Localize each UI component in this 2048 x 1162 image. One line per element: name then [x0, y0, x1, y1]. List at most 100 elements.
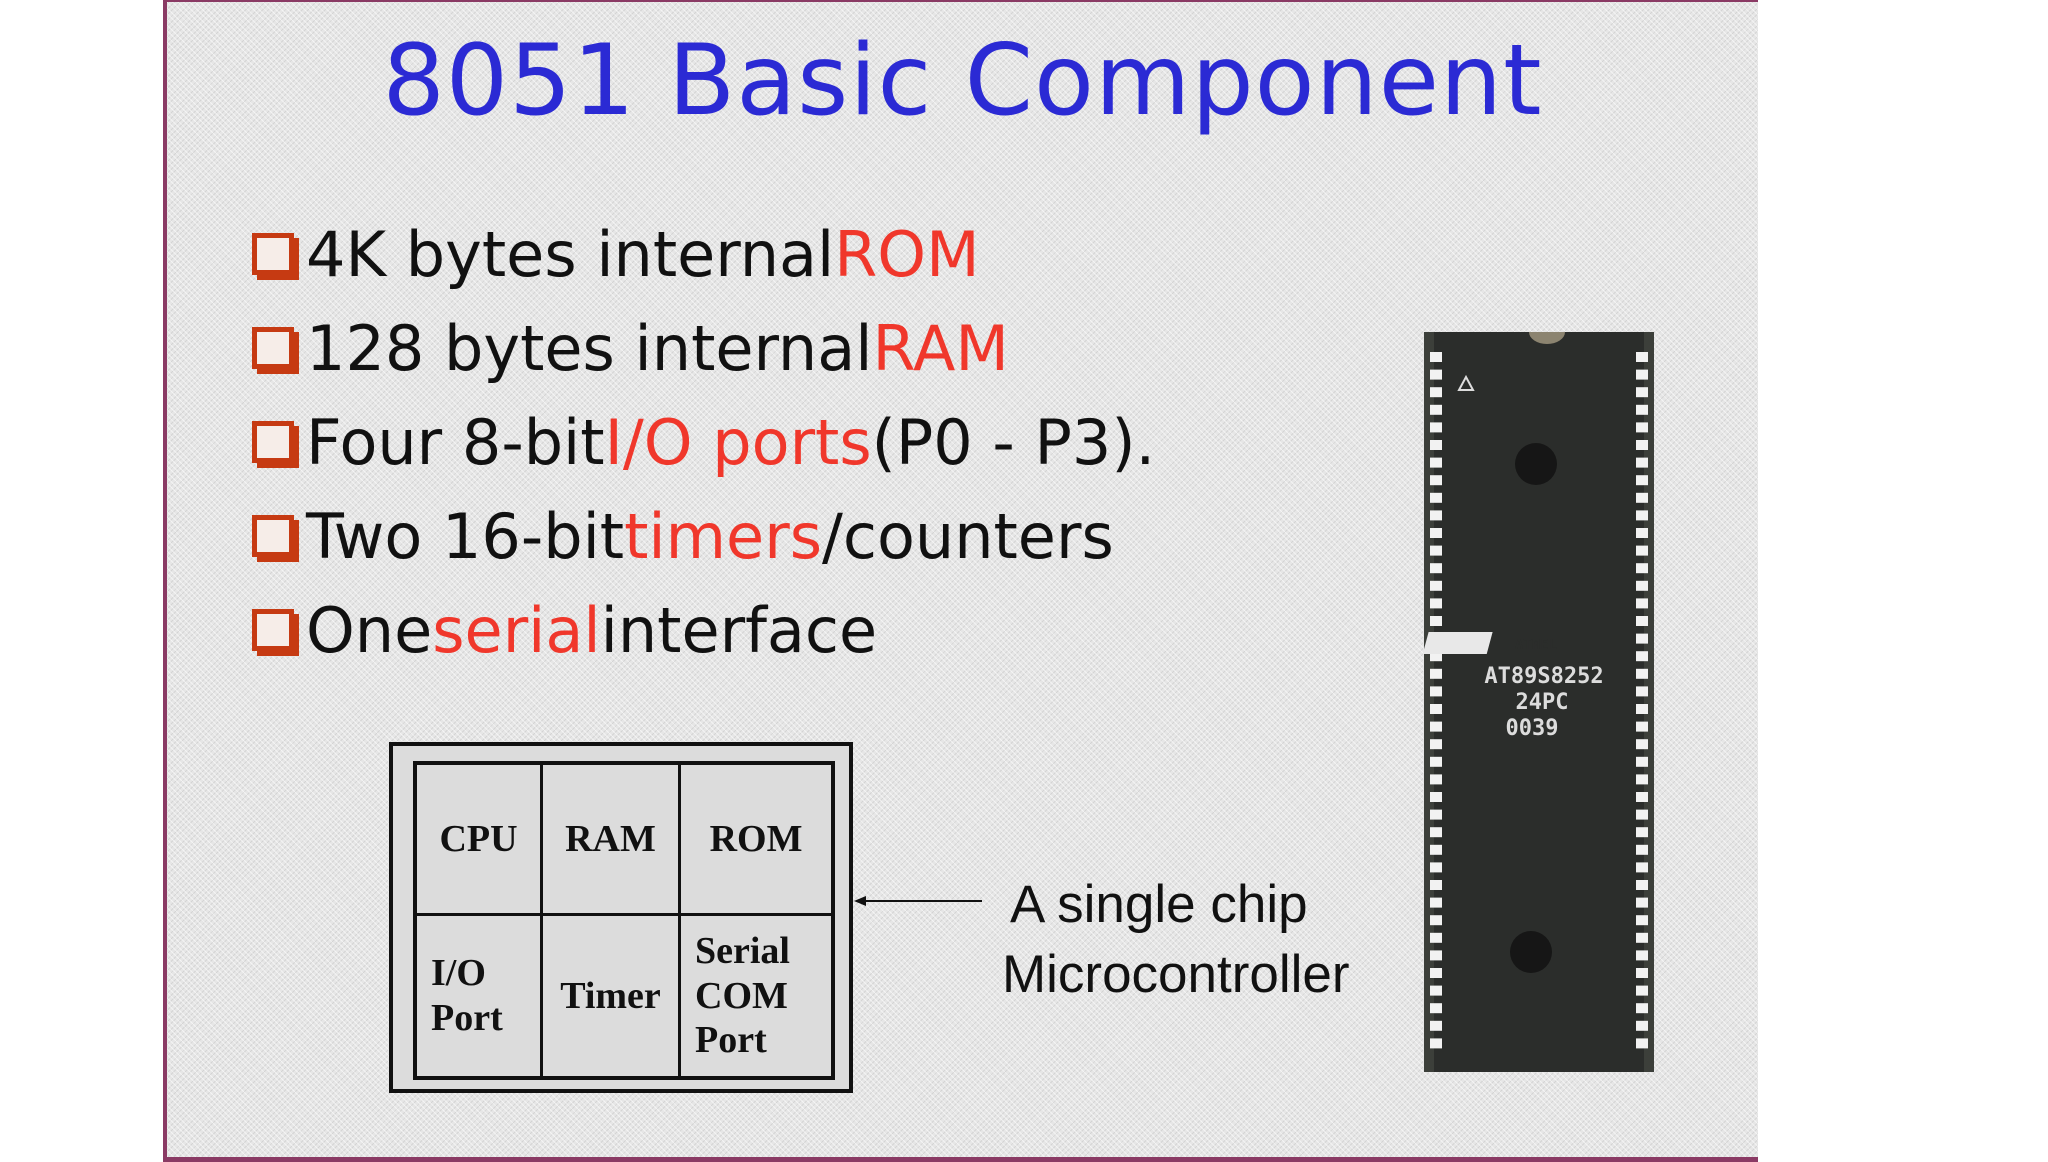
chip-pin-left [1430, 862, 1442, 873]
bullet-text: Four 8-bit [306, 405, 605, 479]
chip-pin-right [1636, 774, 1648, 785]
chip-pin-right [1636, 369, 1648, 380]
chip-pin-left [1430, 1003, 1442, 1014]
bullet-text: 128 bytes internal [306, 311, 873, 385]
chip-pin-right [1636, 580, 1648, 591]
microcontroller-chip-photo: ATMEL AT89S8252 24PC 0039 [1424, 332, 1654, 1072]
bullet-list: 4K bytes internal ROM 128 bytes internal… [252, 207, 1155, 677]
chip-pin-right [1636, 352, 1648, 362]
chip-pin-right [1636, 1003, 1648, 1014]
chip-pin-left [1430, 475, 1442, 486]
chip-pin-right [1636, 968, 1648, 978]
chip-pin-left [1430, 880, 1442, 890]
chip-pin-left [1430, 545, 1442, 556]
chip-pin-right [1636, 475, 1648, 486]
chip-pin-right [1636, 792, 1648, 802]
chip-pin-right [1636, 686, 1648, 697]
chip-pin-left [1430, 510, 1442, 521]
chip-pin-left [1430, 686, 1442, 697]
bullet-item: Four 8-bit I/O ports (P0 - P3). [252, 395, 1155, 489]
checkbox-bullet-icon [252, 515, 294, 557]
cell-rom: ROM [681, 765, 831, 916]
cell-timer: Timer [543, 916, 681, 1076]
bullet-text-after: (P0 - P3). [871, 405, 1156, 479]
slide-title: 8051 Basic Component [382, 24, 1543, 138]
cell-ram: RAM [543, 765, 681, 916]
chip-pin-right [1636, 880, 1648, 890]
chip-pin-left [1430, 774, 1442, 785]
chip-label-line-2: 24PC [1516, 690, 1569, 715]
chip-pin-right [1636, 651, 1648, 662]
chip-label-line-3: 0039 [1506, 716, 1559, 741]
microcontroller-block-diagram: CPU RAM ROM I/O Port Timer Serial COM Po… [389, 742, 853, 1093]
chip-pin-left [1430, 932, 1442, 943]
chip-pin-left [1430, 563, 1442, 574]
chip-pin-right [1636, 985, 1648, 996]
chip-pins [1430, 352, 1648, 1049]
chip-pin-right [1636, 404, 1648, 415]
chip-pin-right [1636, 1038, 1648, 1049]
chip-pin-left [1430, 387, 1442, 398]
chip-pin-right [1636, 545, 1648, 556]
caption-line-2: Microcontroller [1002, 945, 1350, 1004]
chip-pin-left [1430, 950, 1442, 961]
chip-pin-right [1636, 422, 1648, 433]
chip-pin-right [1636, 844, 1648, 855]
chip-pin-left [1430, 897, 1442, 908]
chip-pin-right [1636, 897, 1648, 908]
bullet-highlight: I/O ports [604, 405, 872, 479]
bullet-highlight: timers [624, 499, 822, 573]
bullet-text: 4K bytes internal [306, 217, 835, 291]
atmel-logo-text: ATMEL [1515, 637, 1557, 653]
chip-pin-left [1430, 598, 1442, 609]
chip-pin-left [1430, 827, 1442, 838]
chip-pin-left [1430, 422, 1442, 433]
chip-pin-right [1636, 387, 1648, 398]
checkbox-bullet-icon [252, 233, 294, 275]
chip-label-line-1: AT89S8252 [1484, 664, 1603, 689]
chip-pin-right [1636, 616, 1648, 626]
cell-serial-com-port: Serial COM Port [681, 916, 831, 1076]
chip-pin-left [1430, 756, 1442, 767]
chip-pin-right [1636, 528, 1648, 538]
chip-pin-right [1636, 950, 1648, 961]
chip-pin-left [1430, 528, 1442, 538]
checkbox-bullet-icon [252, 327, 294, 369]
chip-pin-right [1636, 598, 1648, 609]
chip-pin-left [1430, 721, 1442, 732]
cell-serial-label: Serial COM Port [695, 929, 790, 1062]
chip-pin-left [1430, 369, 1442, 380]
chip-pin-right [1636, 827, 1648, 838]
cell-io-port-label: I/O Port [431, 952, 503, 1039]
diagram-caption: A single chip Microcontroller [1002, 870, 1350, 1010]
chip-pin-right [1636, 668, 1648, 679]
chip-pin-left [1430, 1020, 1442, 1031]
chip-pin-right [1636, 739, 1648, 750]
chip-pin-right [1636, 563, 1648, 574]
chip-pin-left [1430, 985, 1442, 996]
bullet-text: One [306, 593, 433, 667]
chip-pin-left [1430, 651, 1442, 662]
checkbox-bullet-icon [252, 421, 294, 463]
chip-pin-left [1430, 457, 1442, 468]
chip-pin-right [1636, 704, 1648, 714]
chip-pin-left [1430, 580, 1442, 591]
checkbox-bullet-icon [252, 609, 294, 651]
bullet-text: Two 16-bit [306, 499, 625, 573]
chip-pin-right [1636, 510, 1648, 521]
chip-pin-left [1430, 844, 1442, 855]
bullet-highlight: serial [432, 593, 601, 667]
chip-pin-right [1636, 721, 1648, 732]
chip-pin-right [1636, 1020, 1648, 1031]
chip-pin-left [1430, 739, 1442, 750]
atmel-logo-icon [1424, 632, 1493, 654]
chip-pin-right [1636, 633, 1648, 644]
bullet-text-after: /counters [822, 499, 1114, 573]
bullet-highlight: ROM [834, 217, 980, 291]
bullet-item: Two 16-bit timers/counters [252, 489, 1155, 583]
bullet-text-after: interface [600, 593, 878, 667]
chip-pin-left [1430, 1038, 1442, 1049]
chip-pin-left [1430, 809, 1442, 820]
cell-cpu: CPU [417, 765, 543, 916]
chip-pin-left [1430, 616, 1442, 626]
